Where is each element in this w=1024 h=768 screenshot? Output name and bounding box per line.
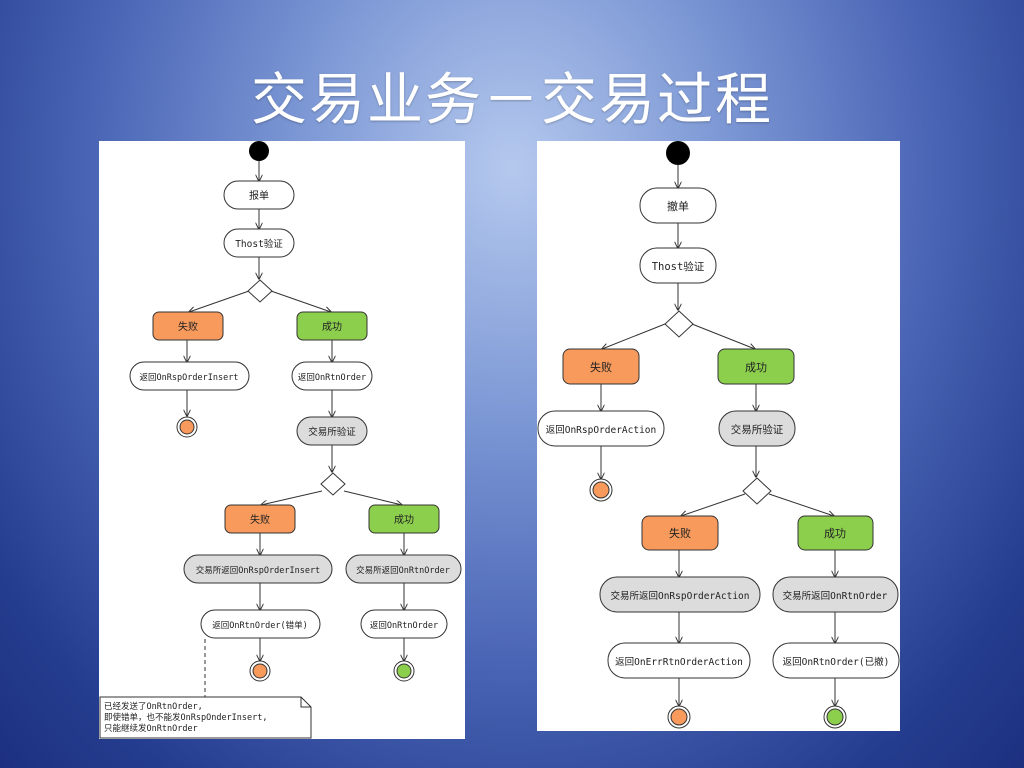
slide-title: 交易业务－交易过程 xyxy=(251,68,773,133)
end-node-success xyxy=(393,660,415,682)
svg-text:交易所返回OnRspOrderAction: 交易所返回OnRspOrderAction xyxy=(610,590,749,602)
exchange-return-onrtnorder-node: 交易所返回OnRtnOrder xyxy=(772,576,899,613)
svg-text:成功: 成功 xyxy=(745,361,767,374)
end-node-success xyxy=(823,705,847,729)
svg-text:交易所验证: 交易所验证 xyxy=(308,426,356,438)
svg-text:交易所返回OnRspOrderInsert: 交易所返回OnRspOrderInsert xyxy=(196,565,320,576)
return-onrsporderinsert-node: 返回OnRspOrderInsert xyxy=(129,361,250,391)
return-onrtnorder-node: 返回OnRtnOrder xyxy=(360,609,448,639)
fail-node: 失败 xyxy=(562,348,640,385)
return-onerrrtnorderaction-node: 返回OnErrRtnOrderAction xyxy=(607,642,751,679)
exchange-verify-node: 交易所验证 xyxy=(296,416,368,446)
start-node xyxy=(666,141,690,165)
svg-text:返回OnRspOrderInsert: 返回OnRspOrderInsert xyxy=(140,372,239,383)
svg-text:交易所返回OnRtnOrder: 交易所返回OnRtnOrder xyxy=(356,565,450,576)
cancel-flow-svg: 撤单 Thost验证 失败 成功 返回OnRspOrderAction 交易所验… xyxy=(537,141,900,729)
cancel-flow-diagram: 撤单 Thost验证 失败 成功 返回OnRspOrderAction 交易所验… xyxy=(537,141,900,731)
order-flow-diagram: 报单 Thost验证 失败 成功 返回OnRspOrderInsert 返回On… xyxy=(99,141,465,739)
thost-verify-node: Thost验证 xyxy=(223,228,295,258)
return-onrtnorder-error-node: 返回OnRtnOrder(错单) xyxy=(200,609,321,639)
svg-text:Thost验证: Thost验证 xyxy=(235,238,283,250)
svg-text:成功: 成功 xyxy=(322,321,342,333)
order-flow-svg: 报单 Thost验证 失败 成功 返回OnRspOrderInsert 返回On… xyxy=(99,141,462,739)
svg-text:返回OnRtnOrder(已撤): 返回OnRtnOrder(已撤) xyxy=(783,656,890,668)
end-node-fail xyxy=(589,478,613,502)
svg-text:返回OnErrRtnOrderAction: 返回OnErrRtnOrderAction xyxy=(615,656,743,668)
exchange-verify-node: 交易所验证 xyxy=(718,410,796,447)
start-node xyxy=(249,141,269,161)
end-node-fail xyxy=(249,660,271,682)
order-node: 报单 xyxy=(223,180,295,210)
cancel-order-node: 撤单 xyxy=(639,187,717,224)
fail-node: 失败 xyxy=(641,515,719,551)
svg-text:失败: 失败 xyxy=(250,513,270,526)
svg-text:失败: 失败 xyxy=(178,320,198,333)
decision-diamond xyxy=(320,472,346,496)
success-node: 成功 xyxy=(717,348,795,385)
return-onrtnorder-cancelled-node: 返回OnRtnOrder(已撤) xyxy=(772,642,900,679)
note-line: 只能继续发OnRtnOrder xyxy=(104,723,198,734)
svg-text:返回OnRtnOrder(错单): 返回OnRtnOrder(错单) xyxy=(212,620,307,631)
svg-text:交易所返回OnRtnOrder: 交易所返回OnRtnOrder xyxy=(783,590,888,602)
svg-text:返回OnRtnOrder: 返回OnRtnOrder xyxy=(370,620,438,631)
note-line: 即使错单，也不能发OnRspOnderInsert, xyxy=(104,712,268,723)
exchange-return-onrsporderaction-node: 交易所返回OnRspOrderAction xyxy=(599,576,761,613)
note-line: 已经发送了OnRtnOrder, xyxy=(104,701,203,712)
svg-text:成功: 成功 xyxy=(824,527,846,540)
exchange-return-onrsporderinsert-node: 交易所返回OnRspOrderInsert xyxy=(183,554,333,584)
svg-text:交易所验证: 交易所验证 xyxy=(731,423,784,436)
success-node: 成功 xyxy=(296,311,368,341)
svg-text:失败: 失败 xyxy=(590,360,612,374)
return-onrsporderaction-node: 返回OnRspOrderAction xyxy=(537,410,665,447)
fail-node: 失败 xyxy=(224,504,296,534)
decision-diamond xyxy=(247,279,273,303)
note-box: 已经发送了OnRtnOrder, 即使错单，也不能发OnRspOnderInse… xyxy=(99,696,312,739)
fail-node: 失败 xyxy=(152,311,224,341)
svg-text:返回OnRspOrderAction: 返回OnRspOrderAction xyxy=(546,424,657,436)
decision-diamond xyxy=(742,477,772,505)
success-node: 成功 xyxy=(368,504,440,534)
svg-text:Thost验证: Thost验证 xyxy=(652,260,705,273)
end-node-fail xyxy=(176,416,198,438)
end-node-fail xyxy=(667,705,691,729)
svg-text:失败: 失败 xyxy=(669,526,691,540)
svg-text:返回OnRtnOrder: 返回OnRtnOrder xyxy=(298,372,366,383)
thost-verify-node: Thost验证 xyxy=(639,247,717,284)
svg-text:报单: 报单 xyxy=(249,189,269,202)
exchange-return-onrtnorder-node: 交易所返回OnRtnOrder xyxy=(345,554,462,584)
return-onrtnorder-node: 返回OnRtnOrder xyxy=(291,361,373,391)
svg-text:撤单: 撤单 xyxy=(667,199,689,213)
decision-diamond xyxy=(664,310,694,338)
success-node: 成功 xyxy=(797,515,874,551)
svg-text:成功: 成功 xyxy=(394,514,414,526)
